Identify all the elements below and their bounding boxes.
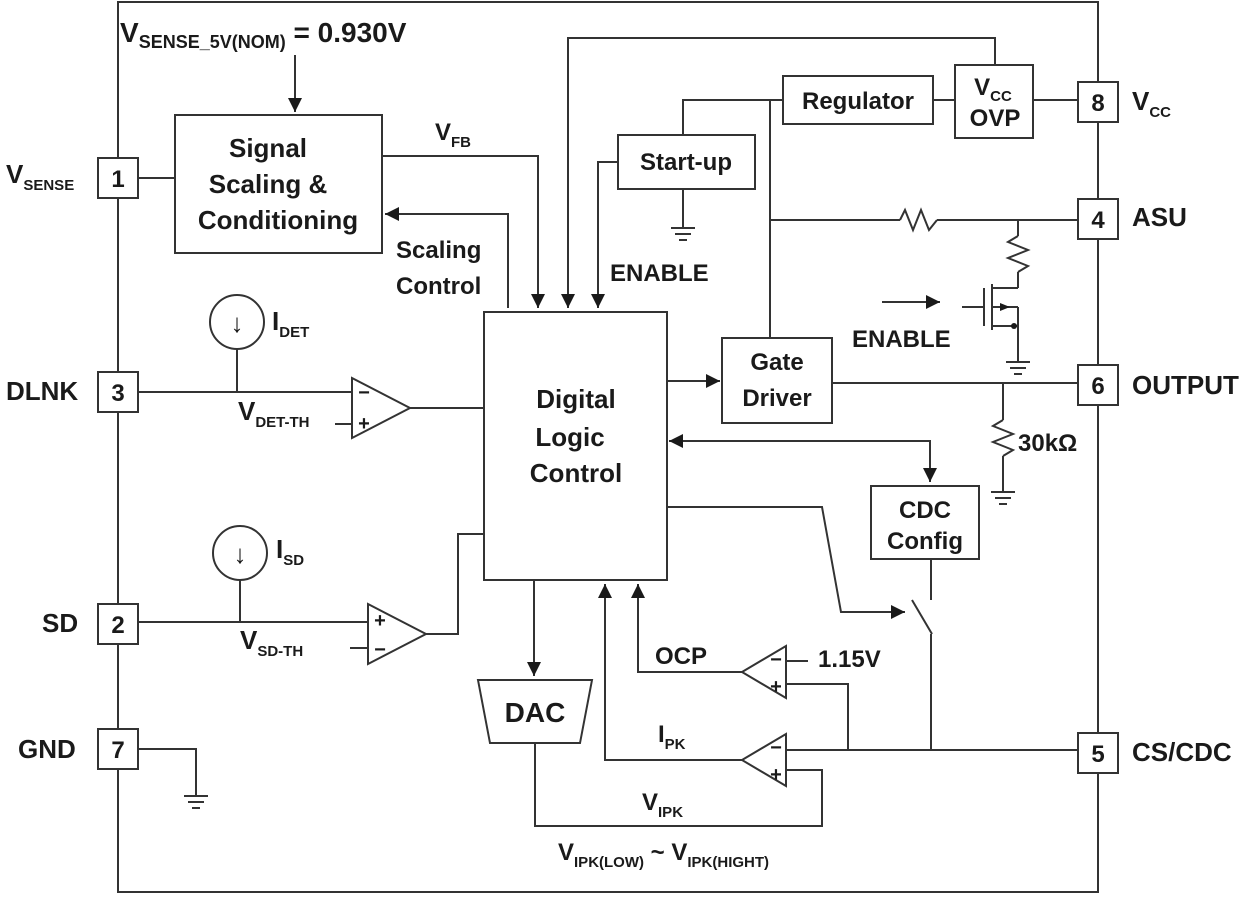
dlnk-comparator: − + <box>351 376 413 440</box>
enable-top-label: ENABLE <box>610 260 709 287</box>
isd-label: ISD <box>276 534 304 569</box>
ipk-wire <box>598 584 742 761</box>
fet-resistor <box>1005 235 1031 273</box>
pin-cscdc: 5 CS/CDC <box>1077 732 1232 774</box>
gate-driver-block: Gate Driver <box>721 337 833 424</box>
vsense-nominal-label: VSENSE_5V(NOM) = 0.930V <box>120 17 407 52</box>
ref-115-label: 1.15V <box>818 646 881 673</box>
pin-dlnk: 3 DLNK <box>6 371 139 413</box>
regulator-block: Regulator <box>782 75 934 125</box>
chip-outline <box>117 1 1099 893</box>
scaling-control-wire <box>385 207 509 308</box>
switch-control-wire <box>667 506 905 619</box>
ocp-wire <box>631 584 742 673</box>
svg-text:Scaling &: Scaling & <box>209 169 327 199</box>
svg-text:Control: Control <box>530 458 622 488</box>
svg-text:−: − <box>770 649 782 671</box>
svg-text:VCC: VCC <box>1132 86 1171 121</box>
svg-text:+: + <box>374 610 386 632</box>
scaling-control-label: Scaling <box>396 237 481 264</box>
vipk-wire <box>534 743 823 827</box>
svg-text:Driver: Driver <box>742 385 811 412</box>
startup-block: Start-up <box>617 134 756 190</box>
enable-fet-label: ENABLE <box>852 326 951 353</box>
signal-scaling-block: Signal Scaling & Conditioning <box>174 114 383 254</box>
svg-text:CS/CDC: CS/CDC <box>1132 737 1232 767</box>
svg-text:Gate: Gate <box>750 349 803 376</box>
svg-text:+: + <box>358 413 370 435</box>
svg-text:DAC: DAC <box>505 697 566 728</box>
vipk-label: VIPK <box>642 789 683 821</box>
svg-text:↓: ↓ <box>234 539 247 569</box>
svg-text:+: + <box>770 764 782 786</box>
digital-logic-block: Digital Logic Control <box>483 311 668 581</box>
svg-text:Signal: Signal <box>229 133 307 163</box>
svg-text:−: − <box>770 737 782 759</box>
cdc-switch <box>911 599 933 635</box>
asu-resistor <box>899 207 938 233</box>
svg-text:4: 4 <box>1091 207 1105 234</box>
svg-text:GND: GND <box>18 734 76 764</box>
idet-current-source: ↓ <box>209 294 265 350</box>
dac-block: DAC <box>476 679 594 744</box>
svg-text:Logic: Logic <box>535 422 604 452</box>
vfb-wire <box>382 155 545 308</box>
pin-vcc: 8 VCC <box>1077 81 1171 123</box>
svg-text:VCC: VCC <box>974 74 1012 105</box>
vsd-th-label: VSD-TH <box>240 625 303 660</box>
pin-asu: 4 ASU <box>1077 198 1187 240</box>
svg-text:1: 1 <box>111 166 124 193</box>
pin-sd: 2 SD <box>42 603 139 645</box>
pin-vsense: 1 VSENSE <box>6 157 139 199</box>
vdet-th-label: VDET-TH <box>238 396 310 431</box>
ocp-label: OCP <box>655 643 707 670</box>
svg-text:OVP: OVP <box>970 105 1021 132</box>
svg-text:5: 5 <box>1091 741 1104 768</box>
startup-enable-wire <box>591 161 618 308</box>
svg-text:CDC: CDC <box>899 497 951 524</box>
vipk-range-label: VIPK(LOW) ~ VIPK(HIGHT) <box>558 839 769 871</box>
svg-text:Start-up: Start-up <box>640 149 732 176</box>
ipk-comparator: − + <box>740 732 787 788</box>
sd-comparator: + − <box>367 602 429 666</box>
isd-current-source: ↓ <box>212 525 268 581</box>
svg-text:7: 7 <box>111 737 124 764</box>
enable-fet <box>962 284 1019 330</box>
output-resistor <box>990 419 1016 457</box>
pin-gnd: 7 GND <box>18 728 139 770</box>
cdc-config-block: CDC Config <box>870 485 980 560</box>
svg-text:Regulator: Regulator <box>802 88 914 115</box>
svg-text:3: 3 <box>111 380 124 407</box>
resistor-30k-label: 30kΩ <box>1018 430 1077 457</box>
ground-symbol <box>671 227 695 241</box>
svg-text:Control: Control <box>396 273 481 300</box>
svg-text:OUTPUT: OUTPUT <box>1132 370 1239 400</box>
vfb-label: VFB <box>435 119 471 151</box>
svg-text:−: − <box>358 382 370 404</box>
svg-text:Conditioning: Conditioning <box>198 205 358 235</box>
ground-symbol <box>991 491 1015 505</box>
svg-text:ASU: ASU <box>1132 202 1187 232</box>
svg-text:↓: ↓ <box>231 308 244 338</box>
svg-text:DLNK: DLNK <box>6 376 78 406</box>
svg-text:SD: SD <box>42 608 78 638</box>
svg-text:Config: Config <box>887 528 963 555</box>
svg-text:6: 6 <box>1091 373 1104 400</box>
svg-text:VSENSE: VSENSE <box>6 159 74 194</box>
svg-text:−: − <box>374 639 386 661</box>
svg-text:2: 2 <box>111 612 124 639</box>
vcc-ovp-block: VCC OVP <box>954 64 1034 139</box>
idet-label: IDET <box>272 306 309 341</box>
ovp-to-logic-wire <box>561 37 996 308</box>
svg-text:+: + <box>770 676 782 698</box>
ipk-label: IPK <box>658 721 686 753</box>
svg-text:Digital: Digital <box>536 384 615 414</box>
ground-symbol <box>1006 361 1030 375</box>
cdc-config-bus <box>669 434 937 482</box>
ground-symbol <box>184 795 208 809</box>
pin-output: 6 OUTPUT <box>1077 364 1239 406</box>
ocp-comparator: − + <box>740 644 787 700</box>
svg-text:8: 8 <box>1091 90 1104 117</box>
